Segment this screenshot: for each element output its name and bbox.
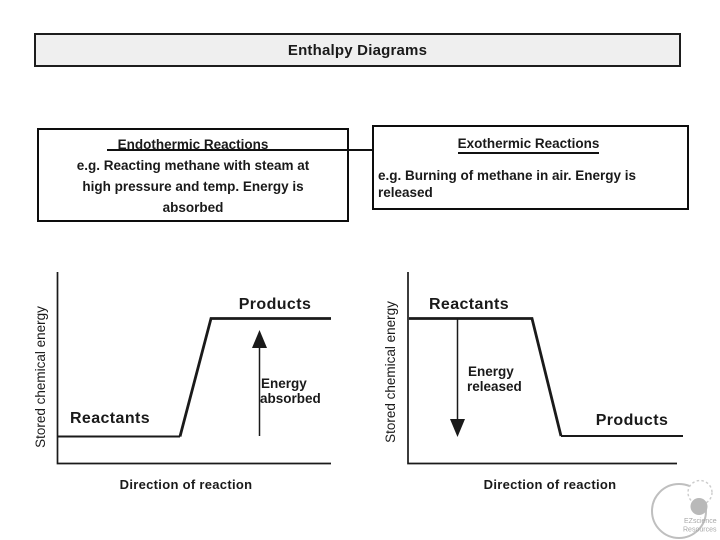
- page-title: Enthalpy Diagrams: [287, 41, 428, 59]
- endothermic-x-axis-label: Direction of reaction: [120, 477, 253, 492]
- title-bar: Enthalpy Diagrams: [34, 33, 681, 67]
- diagram-layer: Reactants Products Energy absorbed Store…: [33, 272, 717, 539]
- endothermic-info-box: Endothermic Reactions e.g. Reacting meth…: [37, 128, 349, 222]
- endothermic-rise-and-products-line: [178, 317, 331, 437]
- energy-released-label-line1: Energy: [468, 364, 514, 379]
- energy-absorbed-arrowhead-up-icon: [252, 330, 267, 348]
- logo-dotted-circle-icon: [687, 479, 713, 506]
- exothermic-box-line-2: released: [378, 185, 433, 200]
- exothermic-reactants-label: Reactants: [429, 296, 509, 313]
- endothermic-diagram: Reactants Products Energy absorbed Store…: [33, 272, 331, 492]
- exothermic-diagram: Reactants Products Energy released Store…: [383, 272, 683, 492]
- endothermic-y-axis-label: Stored chemical energy: [33, 306, 48, 448]
- endothermic-axes: [56, 272, 331, 465]
- logo-dot-icon: [690, 498, 708, 515]
- energy-released-arrowhead-down-icon: [450, 419, 465, 437]
- exothermic-x-axis-label: Direction of reaction: [484, 477, 617, 492]
- connector-line: [107, 148, 385, 151]
- endothermic-box-line-2: high pressure and temp. Energy is: [82, 179, 304, 194]
- endothermic-reactants-label: Reactants: [70, 410, 150, 427]
- exothermic-box-title: Exothermic Reactions: [457, 136, 600, 154]
- brand-logo: EZscience Resources: [651, 479, 717, 539]
- endothermic-box-line-1: e.g. Reacting methane with steam at: [76, 158, 310, 173]
- logo-text-line2: Resources: [683, 527, 717, 534]
- exothermic-axes: [407, 272, 677, 465]
- endothermic-box-title: Endothermic Reactions: [117, 137, 269, 152]
- endothermic-box-line-3: absorbed: [162, 200, 224, 215]
- exothermic-products-label: Products: [596, 412, 669, 429]
- exothermic-y-axis-label: Stored chemical energy: [383, 301, 398, 443]
- logo-text-line1: EZscience: [684, 518, 717, 525]
- exothermic-reactants-and-fall-line: [409, 317, 563, 437]
- energy-absorbed-label-line1: Energy: [261, 376, 307, 391]
- endothermic-products-label: Products: [239, 296, 312, 313]
- energy-absorbed-label-line2: absorbed: [260, 391, 321, 406]
- exothermic-info-box: Exothermic Reactions e.g. Burning of met…: [372, 125, 689, 210]
- energy-released-label-line2: released: [467, 379, 522, 394]
- exothermic-box-title-row: Exothermic Reactions: [378, 133, 679, 154]
- exothermic-box-line-1: e.g. Burning of methane in air. Energy i…: [378, 168, 637, 183]
